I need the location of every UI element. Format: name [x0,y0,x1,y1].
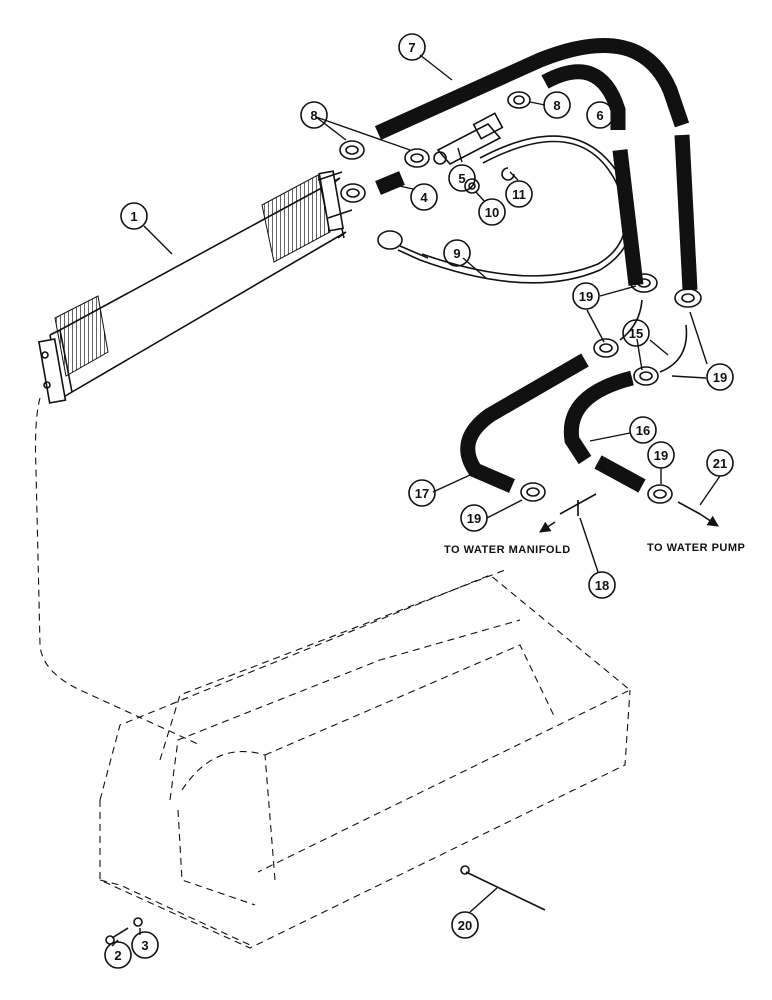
to-water-pump-label: TO WATER PUMP [647,542,745,554]
callout-4: 4 [410,183,438,211]
callout-7: 7 [398,33,426,61]
callout-17: 17 [408,479,436,507]
svg-text:19: 19 [467,511,481,526]
clamp-19 [520,273,702,504]
svg-text:21: 21 [713,456,727,471]
callout-18: 18 [588,571,616,599]
nut-10 [464,178,480,194]
svg-text:2: 2 [114,948,121,963]
svg-text:19: 19 [713,370,727,385]
callout-1: 1 [120,202,148,230]
washer-3 [133,917,143,927]
hose-7 [374,38,698,291]
callout-16: 16 [629,416,657,444]
tie-strap-20 [460,865,546,911]
callout-10: 10 [478,198,506,226]
leader-lines [111,54,721,947]
callout-8-left: 8 [300,101,328,129]
control-cable [377,135,633,284]
svg-text:19: 19 [654,448,668,463]
callout-19-a: 19 [572,282,600,310]
svg-text:16: 16 [636,423,650,438]
callout-19-b: 19 [706,363,734,391]
callout-21: 21 [706,449,734,477]
svg-text:11: 11 [512,187,526,202]
svg-text:20: 20 [458,918,472,933]
clip-11 [501,167,515,181]
water-valve [433,112,504,166]
svg-text:9: 9 [453,246,460,261]
svg-text:5: 5 [458,171,465,186]
hose-17 [460,353,589,493]
callout-20: 20 [451,911,479,939]
callout-6: 6 [586,101,614,129]
heater-core [37,170,353,404]
clamp-8 [339,91,531,203]
callout-15: 15 [622,319,650,347]
svg-text:10: 10 [485,205,499,220]
callout-19-d: 19 [647,441,675,469]
svg-text:18: 18 [595,578,609,593]
callout-8-right: 8 [543,91,571,119]
svg-text:4: 4 [420,190,428,205]
heater-housing [34,397,632,949]
to-water-manifold-label: TO WATER MANIFOLD [444,544,571,556]
callout-2: 2 [104,941,132,969]
svg-text:17: 17 [415,486,429,501]
callout-19-c: 19 [460,504,488,532]
svg-text:8: 8 [310,108,317,123]
svg-text:1: 1 [130,209,137,224]
svg-text:6: 6 [596,108,603,123]
svg-text:15: 15 [629,326,643,341]
hose-4 [375,171,405,195]
svg-text:3: 3 [141,938,148,953]
callout-5: 5 [448,164,476,192]
svg-text:19: 19 [579,289,593,304]
fitting-21 [677,501,719,527]
callout-3: 3 [131,931,159,959]
svg-text:8: 8 [553,98,560,113]
callout-9: 9 [443,239,471,267]
svg-text:7: 7 [408,40,415,55]
callout-11: 11 [505,180,533,208]
tee-fitting-18 [539,493,597,533]
hose-16 [563,370,646,493]
